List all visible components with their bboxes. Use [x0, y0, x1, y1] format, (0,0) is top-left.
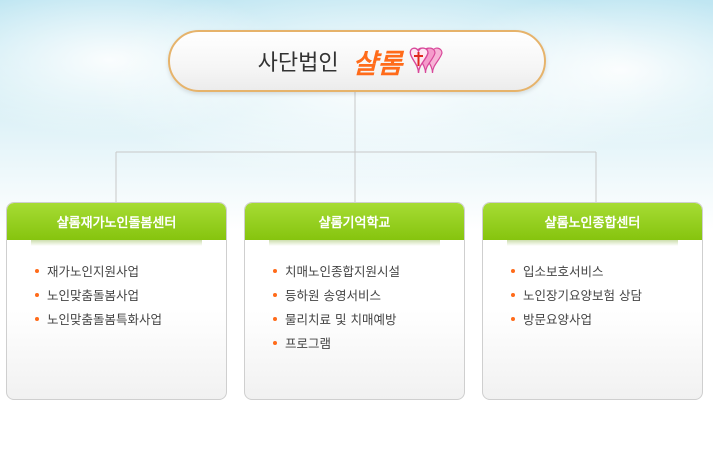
card-header-shadow: [31, 240, 202, 246]
list-item: 재가노인지원사업: [35, 260, 226, 284]
card-header-shadow: [269, 240, 440, 246]
card-title: 샬롬기억학교: [245, 203, 464, 240]
hearts-cross-icon: [409, 47, 443, 74]
card-title: 샬롬재가노인돌봄센터: [7, 203, 226, 240]
card-home-care-center: 샬롬재가노인돌봄센터 재가노인지원사업 노인맞춤돌봄사업 노인맞춤돌봄특화사업: [6, 202, 227, 400]
card-header-shadow: [507, 240, 678, 246]
org-title-box: 사단법인 샬롬: [168, 30, 546, 92]
list-item: 노인맞춤돌봄사업: [35, 284, 226, 308]
card-item-list: 입소보호서비스 노인장기요양보험 상담 방문요양사업: [483, 260, 702, 332]
card-memory-school: 샬롬기억학교 치매노인종합지원시설 등하원 송영서비스 물리치료 및 치매예방 …: [244, 202, 465, 400]
list-item: 노인장기요양보험 상담: [511, 284, 702, 308]
card-item-list: 치매노인종합지원시설 등하원 송영서비스 물리치료 및 치매예방 프로그램: [245, 260, 464, 356]
card-senior-center: 샬롬노인종합센터 입소보호서비스 노인장기요양보험 상담 방문요양사업: [482, 202, 703, 400]
list-item: 등하원 송영서비스: [273, 284, 464, 308]
list-item: 방문요양사업: [511, 308, 702, 332]
card-item-list: 재가노인지원사업 노인맞춤돌봄사업 노인맞춤돌봄특화사업: [7, 260, 226, 332]
list-item: 노인맞춤돌봄특화사업: [35, 308, 226, 332]
list-item: 입소보호서비스: [511, 260, 702, 284]
org-title-brand: 샬롬: [352, 48, 403, 80]
list-item: 물리치료 및 치매예방: [273, 308, 464, 332]
list-item: 치매노인종합지원시설: [273, 260, 464, 284]
card-title: 샬롬노인종합센터: [483, 203, 702, 240]
org-title-prefix: 사단법인: [257, 51, 339, 76]
list-item: 프로그램: [273, 332, 464, 356]
